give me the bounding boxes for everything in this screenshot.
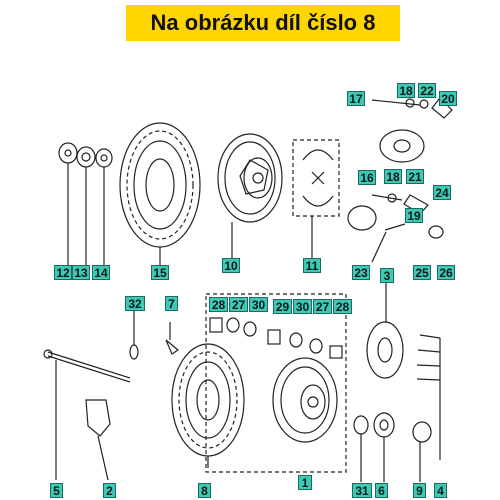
valves — [129, 322, 180, 360]
callout-12: 12 — [54, 265, 72, 280]
rim-upper — [217, 133, 283, 223]
callout-21: 21 — [406, 169, 424, 184]
tire-lower — [171, 343, 245, 468]
title-text: Na obrázku díl číslo 8 — [150, 10, 376, 35]
callout-32: 32 — [125, 296, 145, 311]
callout-23: 23 — [352, 265, 370, 280]
callout-15: 15 — [151, 265, 169, 280]
bracket — [85, 399, 111, 481]
callout-20: 20 — [439, 91, 457, 106]
callout-28-right: 28 — [333, 299, 352, 314]
hub-parts-left — [58, 142, 113, 265]
callout-8: 8 — [198, 483, 211, 498]
callout-24: 24 — [433, 185, 451, 200]
callout-31: 31 — [352, 483, 372, 498]
callout-30-left: 30 — [249, 297, 268, 312]
callout-11: 11 — [303, 258, 321, 273]
callout-18-top: 18 — [397, 83, 415, 98]
callout-6: 6 — [375, 483, 388, 498]
callout-29: 29 — [273, 299, 292, 314]
brake-disc — [366, 321, 404, 379]
seal-nut-cap — [353, 412, 432, 482]
brake-drum-parts — [347, 97, 453, 263]
callout-27-right: 27 — [313, 299, 332, 314]
callout-5: 5 — [50, 483, 63, 498]
brake-shoes — [292, 139, 340, 217]
callout-28-left: 28 — [209, 297, 228, 312]
callout-9: 9 — [413, 483, 426, 498]
callout-27-left: 27 — [229, 297, 248, 312]
axle — [43, 349, 131, 480]
callout-17: 17 — [347, 91, 365, 106]
callout-10: 10 — [222, 258, 240, 273]
callout-18-mid: 18 — [384, 169, 402, 184]
leader-lines — [133, 216, 387, 322]
lower-bearing-group-frame — [205, 293, 347, 473]
tire-upper — [119, 122, 201, 248]
callout-19: 19 — [405, 208, 423, 223]
callout-2: 2 — [103, 483, 116, 498]
title-banner: Na obrázku díl číslo 8 — [126, 5, 400, 41]
bearings-row — [209, 317, 343, 359]
callout-4: 4 — [434, 483, 447, 498]
callout-1: 1 — [298, 475, 312, 490]
bolts — [416, 334, 441, 460]
callout-25: 25 — [413, 265, 431, 280]
rim-lower — [272, 357, 338, 443]
callout-16: 16 — [358, 170, 376, 185]
callout-26: 26 — [437, 265, 455, 280]
callout-13: 13 — [72, 265, 90, 280]
callout-3: 3 — [380, 268, 394, 283]
callout-22: 22 — [418, 83, 436, 98]
callout-14: 14 — [92, 265, 110, 280]
callout-30-right: 30 — [293, 299, 312, 314]
callout-7: 7 — [165, 296, 178, 311]
